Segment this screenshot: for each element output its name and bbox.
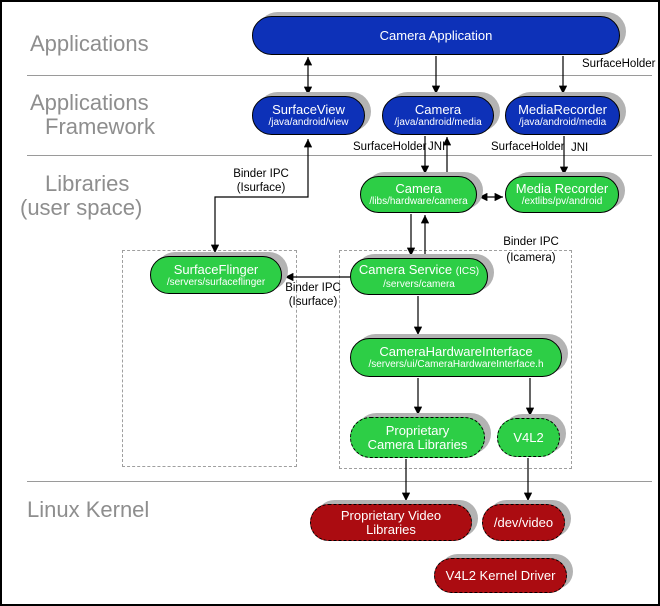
label-surfaceholder-top: SurfaceHolder [582,58,656,70]
node-title: MediaRecorder [518,102,607,117]
label-surfaceholder-media: SurfaceHolder [491,141,565,153]
node-title: /dev/video [493,514,554,530]
node-title: Camera Service (ICS) [359,263,479,279]
node-camera-lib: Camera /libs/hardware/camera [360,176,477,213]
node-path: /java/android/media [394,117,482,128]
node-proprietary-video-libraries: Proprietary Video Libraries [310,504,472,541]
surfaceflinger-group-box [122,250,297,467]
label-line: (Isurface) [288,296,338,308]
node-title: CameraHardwareInterface [379,344,533,359]
layer-label-libraries: Libraries (user space) [20,172,142,220]
arrow-surfaceview-surfaceflinger [210,139,313,253]
node-title: V4L2 [513,429,544,445]
layer-label-text: Framework [45,114,156,139]
node-title-suffix: (ICS) [455,266,480,277]
layer-label-applications: Applications [30,32,149,56]
node-path: /servers/camera [383,279,455,290]
node-path: /libs/hardware/camera [369,196,468,207]
node-title: Media Recorder [515,181,609,196]
separator-libraries-kernel [27,481,652,482]
layer-label-applications-framework: Applications Framework [30,91,155,139]
node-title: Camera Application [379,27,493,43]
separator-applications-framework [27,75,652,76]
label-line: Binder IPC [285,282,341,294]
camera-service-group-box [339,250,572,469]
node-surfaceflinger: SurfaceFlinger /servers/surfaceflinger [150,256,282,294]
label-binder-ipc-isurface-upper: Binder IPC (Isurface) [216,167,306,195]
label-binder-ipc-isurface-lower: Binder IPC (Isurface) [283,281,343,309]
layer-label-text: Libraries [45,171,130,196]
node-path: /servers/ui/CameraHardwareInterface.h [368,359,544,370]
label-jni-media: JNI [571,142,589,154]
label-line: (Icamera) [506,252,556,264]
label-line: (Isurface) [236,182,286,194]
node-v4l2: V4L2 [497,418,560,457]
label-line: Binder IPC [233,168,289,180]
node-path: /java/android/media [518,117,607,128]
node-path: /java/android/view [268,117,349,128]
node-title: V4L2 Kernel Driver [445,567,556,583]
layer-label-text: Applications [30,31,149,56]
node-mediarecorder-lib: Media Recorder /extlibs/pv/android [505,176,619,213]
node-title: Proprietary Camera Libraries [367,422,468,452]
node-camera-hardware-interface: CameraHardwareInterface /servers/ui/Came… [350,338,562,377]
node-dev-video: /dev/video [482,504,565,541]
node-mediarecorder-java: MediaRecorder /java/android/media [505,96,620,135]
node-path: /extlibs/pv/android [521,196,603,207]
node-title: Camera [395,181,442,196]
layer-label-text: (user space) [20,195,143,220]
label-jni-camera: JNI [428,141,446,153]
node-title: Proprietary Video Libraries [340,507,442,537]
node-proprietary-camera-libraries: Proprietary Camera Libraries [350,417,485,458]
node-camera-java: Camera /java/android/media [382,96,494,135]
node-title-text: Camera Service [358,262,453,277]
node-path: /servers/surfaceflinger [166,276,266,288]
layer-label-linux-kernel: Linux Kernel [27,498,149,522]
layer-label-text: Applications [30,90,149,115]
label-line: Binder IPC [503,236,559,248]
node-camera-service: Camera Service (ICS) /servers/camera [350,258,488,295]
label-binder-ipc-icamera: Binder IPC (Icamera) [499,235,563,265]
layer-label-text: Linux Kernel [27,497,150,522]
node-title: SurfaceView [272,102,345,117]
node-title: Camera [414,102,462,117]
node-camera-application: Camera Application [252,16,620,55]
node-title: SurfaceFlinger [173,261,259,277]
node-surfaceview: SurfaceView /java/android/view [252,96,365,135]
separator-framework-libraries [27,155,652,156]
label-surfaceholder-camera: SurfaceHolder [353,141,427,153]
node-v4l2-kernel-driver: V4L2 Kernel Driver [434,558,567,593]
